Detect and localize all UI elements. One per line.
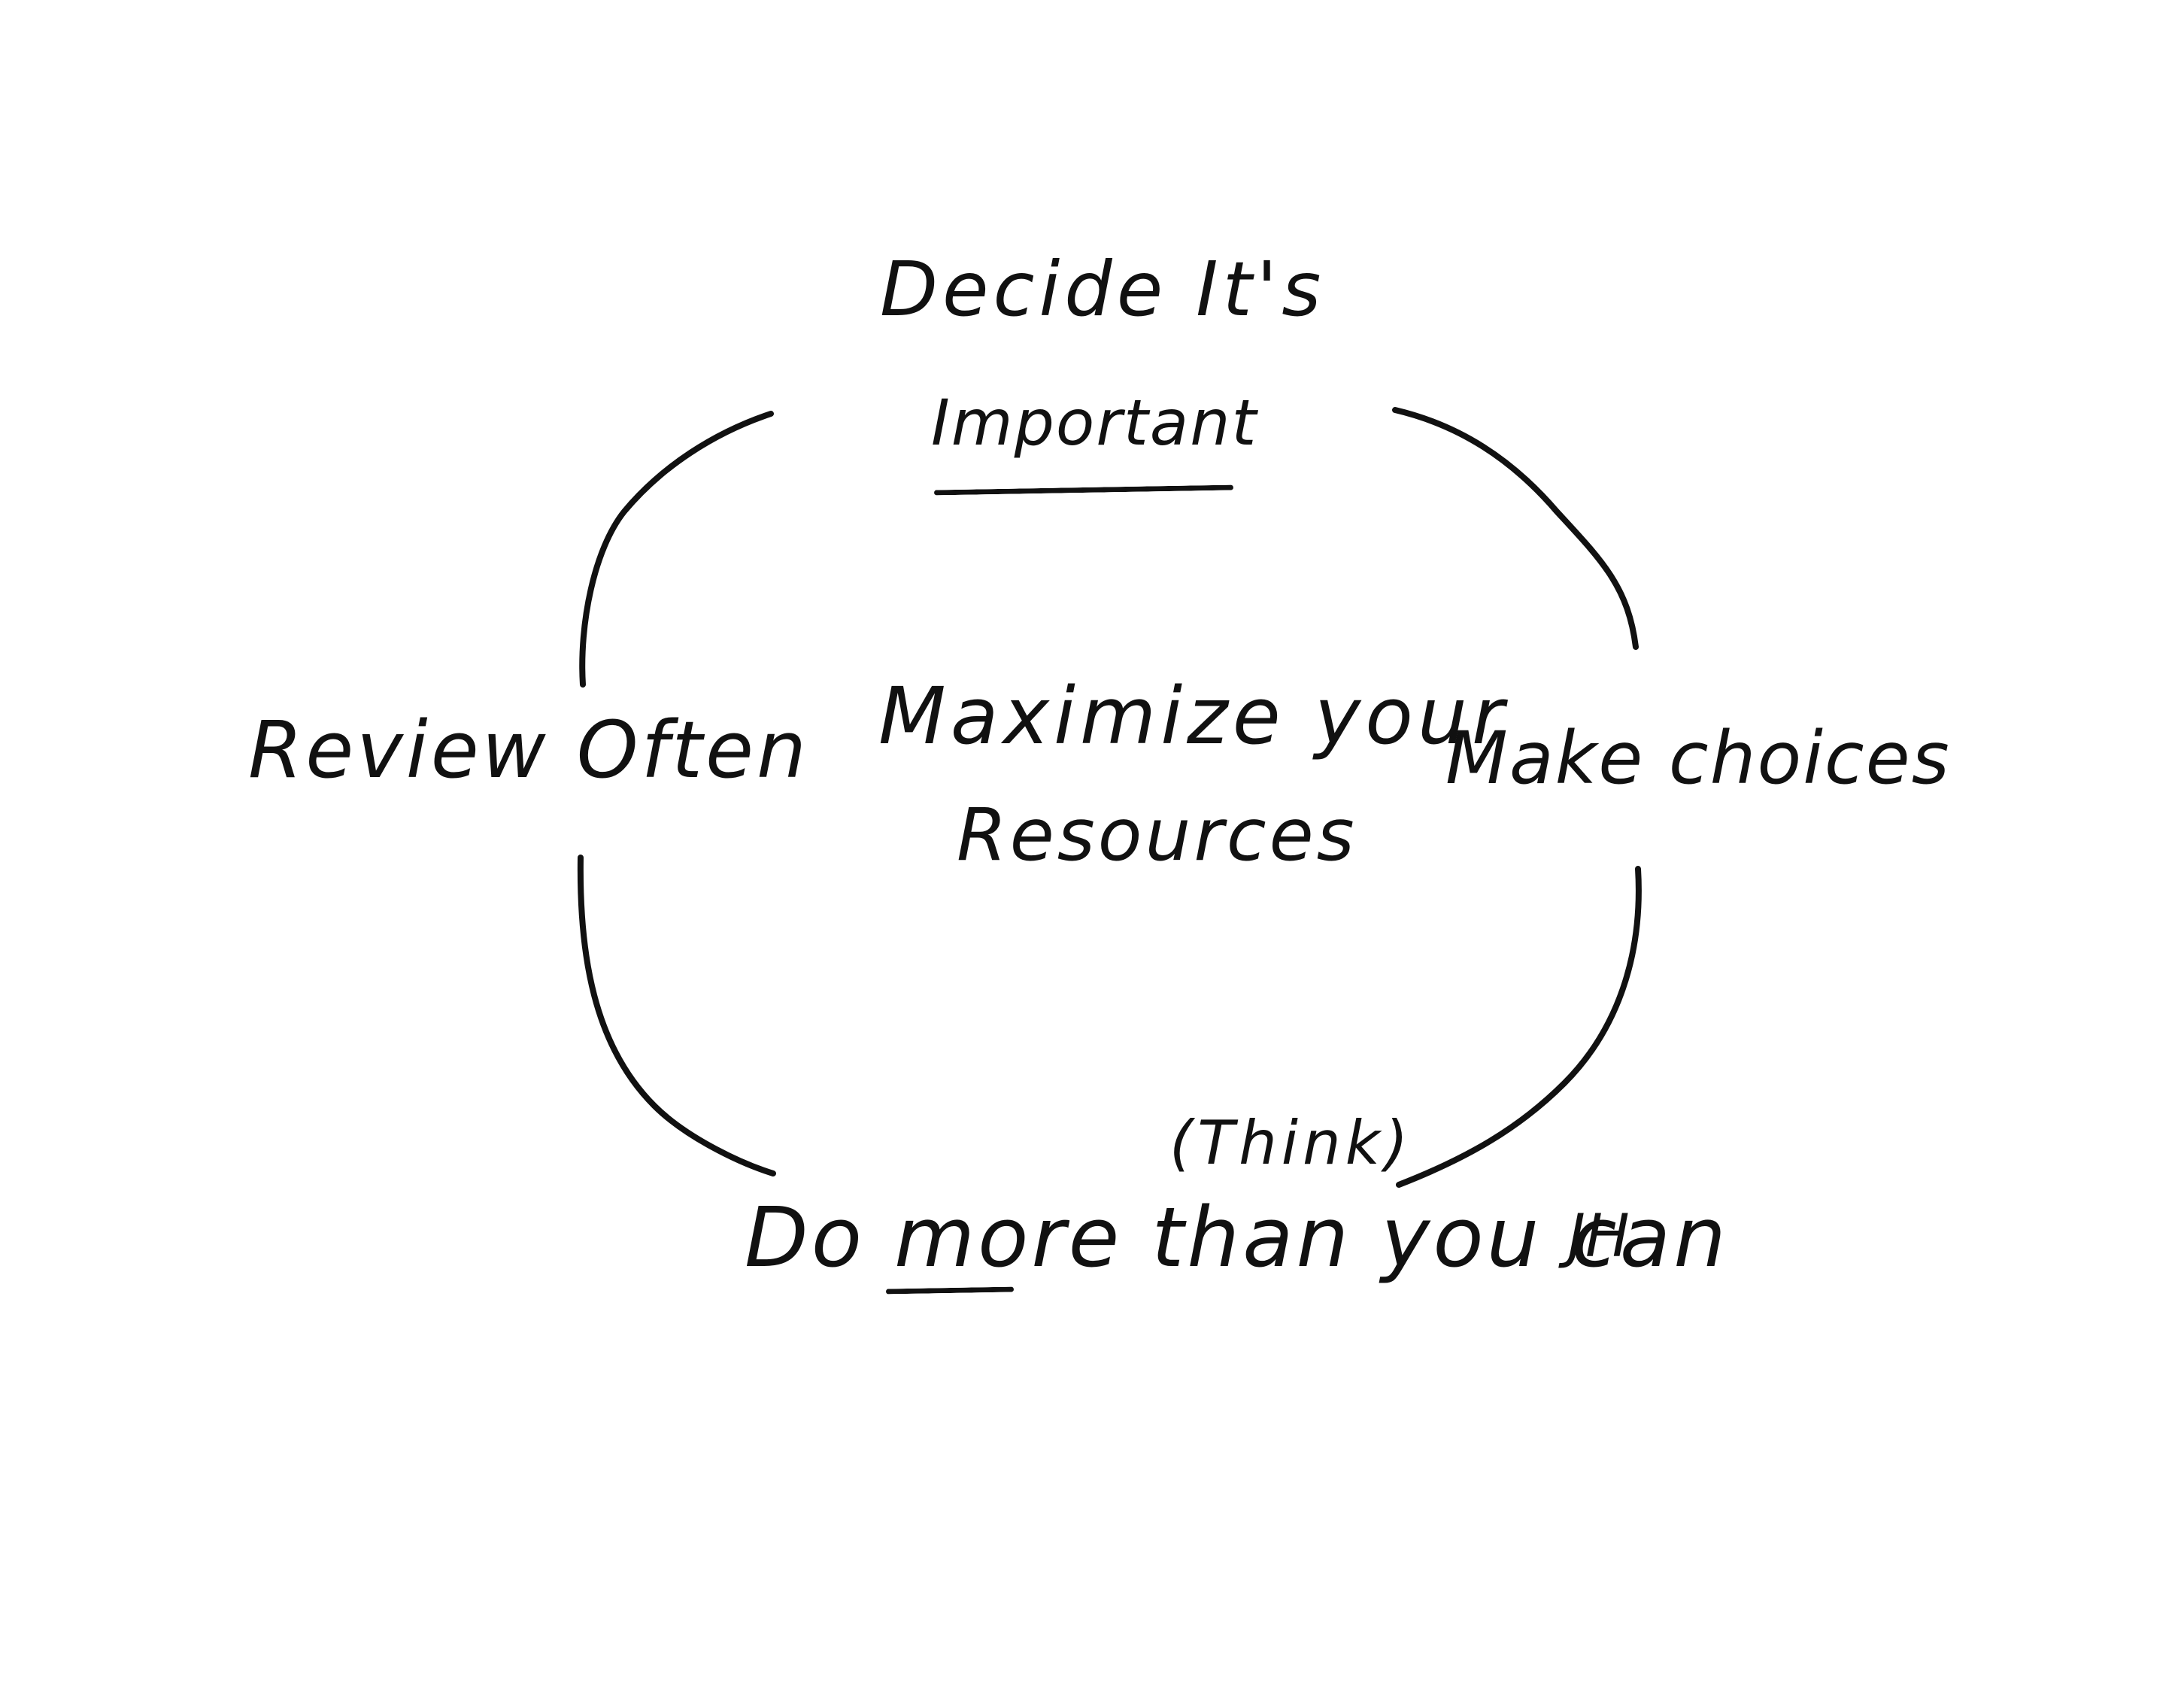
arc-bottom-left	[577, 855, 776, 1176]
arc-top-left	[579, 411, 774, 688]
arc-top-right	[1392, 407, 1639, 650]
step-do-more: Do more than you can	[745, 1189, 1729, 1286]
step-make-choices: Make choices	[1445, 716, 1951, 800]
author-initials: JH	[1568, 1203, 1630, 1271]
think-annotation: (Think)	[1169, 1108, 1413, 1178]
center-title-line2: Resources	[957, 793, 1357, 877]
step-decide-line1: Decide It's	[880, 245, 1326, 333]
center-title-line1: Maximize your	[878, 670, 1509, 762]
arc-bottom-right	[1396, 866, 1642, 1188]
step-decide-line2: Important	[931, 386, 1258, 460]
step-review-often: Review Often	[248, 704, 809, 796]
